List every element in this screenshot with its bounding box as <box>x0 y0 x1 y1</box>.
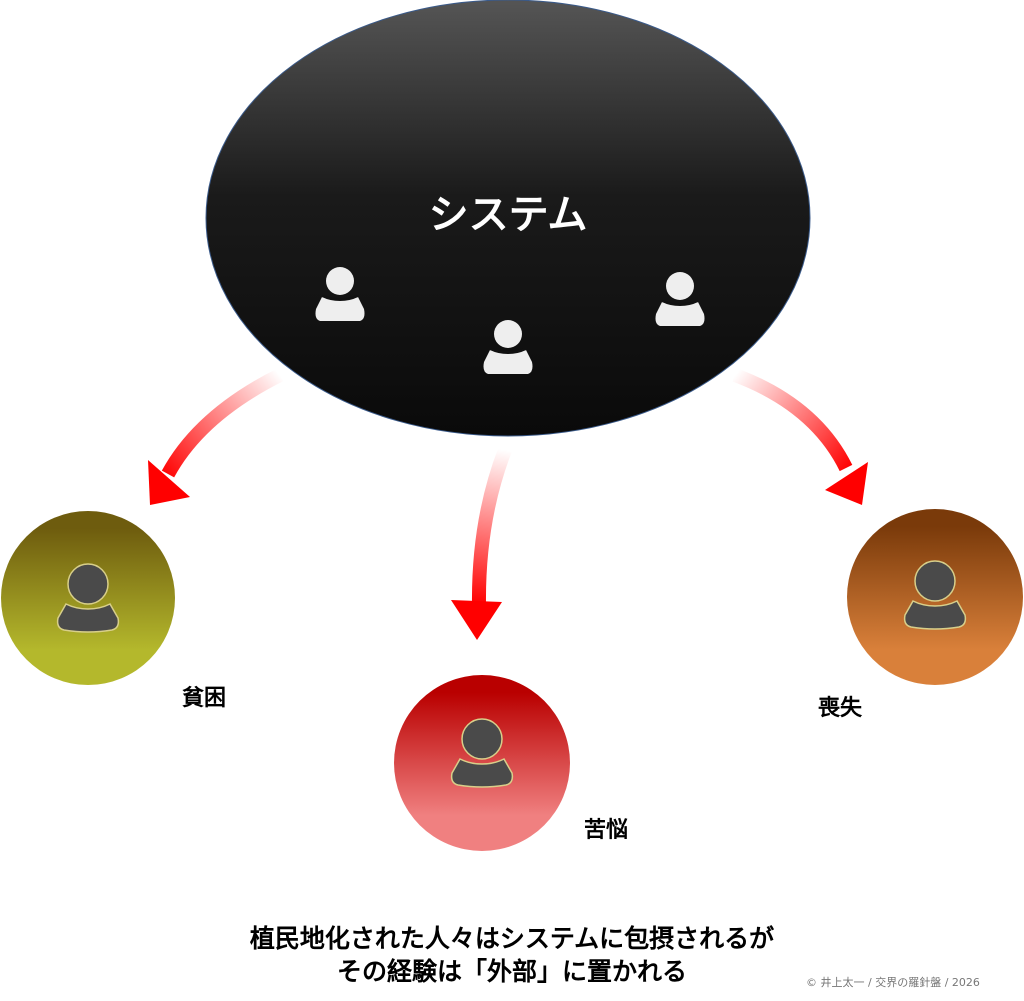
suffering-label: 苦悩 <box>584 818 629 843</box>
suffering-circle <box>394 675 570 851</box>
system-title: システム <box>429 192 588 238</box>
arrow-to-poverty <box>148 368 284 505</box>
caption-line-2: その経験は「外部」に置かれる <box>336 957 687 986</box>
loss-label: 喪失 <box>818 696 863 721</box>
poverty-label: 貧困 <box>182 686 227 711</box>
arrow-to-suffering <box>451 447 512 640</box>
system-ellipse <box>205 0 811 437</box>
arrow-to-loss <box>732 368 868 505</box>
caption-line-1: 植民地化された人々はシステムに包摂されるが <box>249 924 775 953</box>
copyright: © 井上太一 / 交界の羅針盤 / 2026 <box>806 976 980 989</box>
